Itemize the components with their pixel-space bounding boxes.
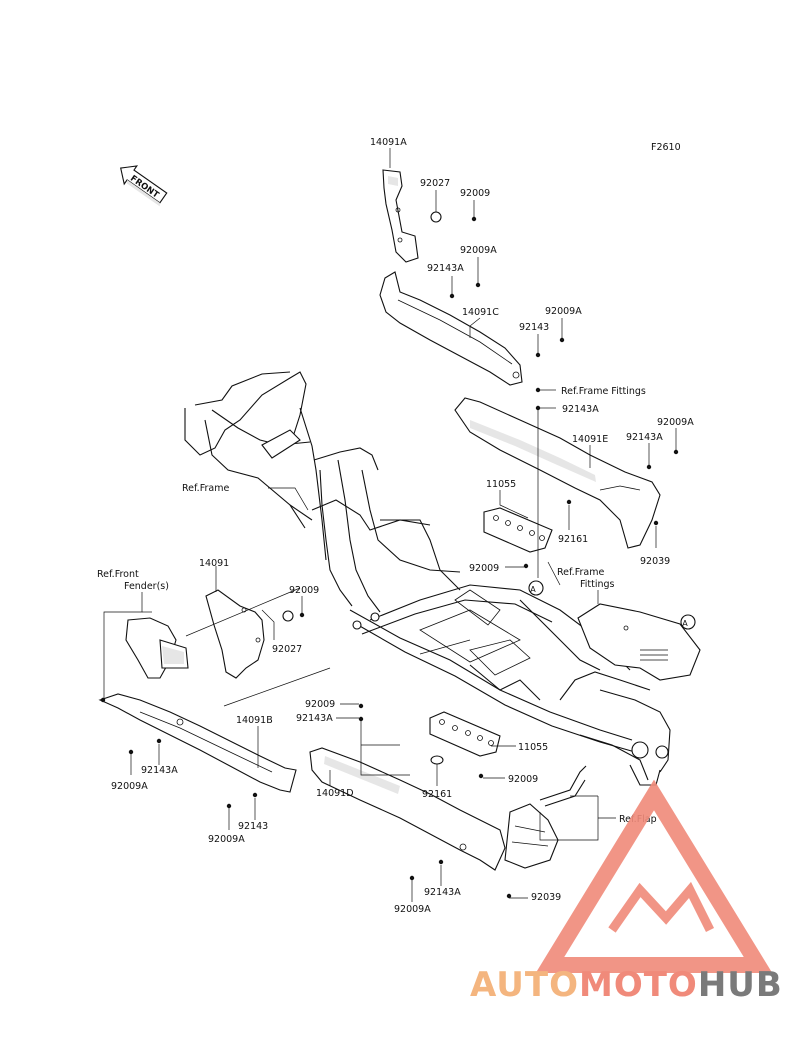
callout-label: 92161 [558,534,588,545]
cover-14091e [454,397,661,549]
fasteners [100,216,679,899]
callout-label: 14091C [462,307,499,318]
callout-label: 14091E [572,434,608,445]
callout-label: Ref.Frame [557,567,604,578]
cover-14091d [309,747,506,871]
watermark-logo-icon [535,779,773,973]
callout-label: A [530,585,536,594]
callout-labels: 14091A 92027 92009 92009A 92143A 14091C … [97,137,694,915]
callout-label: Ref.Frame [182,483,229,494]
cover-14091 [205,589,265,679]
callout-label: 92009A [111,781,148,792]
frame-fittings-plate [577,603,701,681]
callout-label: 92009 [460,188,490,199]
callout-label: 92143A [141,765,178,776]
callout-label: 92143A [296,713,333,724]
washer-92027-top-icon [430,211,442,223]
diagram-code: F2610 [651,142,681,153]
callout-label: 92143A [427,263,464,274]
callout-label: Ref.Front [97,569,139,580]
bracket-11055-upper [483,507,553,553]
reference-marker-a-2 [680,614,696,630]
leader-lines [103,148,677,902]
callout-label: 92009A [460,245,497,256]
callout-label: 14091B [236,715,273,726]
callout-label: Fittings [580,579,615,590]
watermark-text-moto: MOTO [579,965,698,1005]
callout-label: Fender(s) [124,581,169,592]
callout-label: 92009A [657,417,694,428]
callout-label: 92143 [238,821,268,832]
callout-label: 92143A [424,887,461,898]
callout-label: 92039 [640,556,670,567]
callout-label: 92009A [208,834,245,845]
callout-label: 92009 [469,563,499,574]
callout-label: Ref.Frame Fittings [561,386,646,397]
watermark-text-hub: HUB [698,965,783,1005]
watermark-text: AUTOMOTOHUB [470,965,783,1005]
washer-92027-left-icon [282,610,294,622]
cover-14091a [382,169,419,263]
mud-flap [504,765,587,869]
cover-14091c [379,271,523,386]
bracket-11055-lower [429,711,501,757]
callout-label: 92009 [508,774,538,785]
callout-label: 92161 [422,789,452,800]
reference-marker-a-1 [528,580,544,596]
callout-label: 92039 [531,892,561,903]
callout-label: 92143A [562,404,599,415]
watermark-text-auto: AUTO [470,965,579,1005]
callout-label: 92027 [420,178,450,189]
front-fender-bracket [125,617,189,679]
callout-label: 11055 [486,479,516,490]
cover-14091b [98,693,297,793]
callout-label: 92143 [519,322,549,333]
callout-label: 14091D [316,788,354,799]
frame-assembly [184,371,671,786]
callout-label: 92143A [626,432,663,443]
grommet-92161-icon [430,755,444,765]
callout-label: 14091 [199,558,229,569]
front-arrow-icon: FRONT [120,165,168,207]
callout-label: A [682,619,688,628]
callout-label: 92009A [545,306,582,317]
callout-label: 92009 [305,699,335,710]
callout-label: 14091A [370,137,407,148]
callout-label: 92009 [289,585,319,596]
callout-label: 11055 [518,742,548,753]
callout-label: 92027 [272,644,302,655]
callout-label: 92009A [394,904,431,915]
